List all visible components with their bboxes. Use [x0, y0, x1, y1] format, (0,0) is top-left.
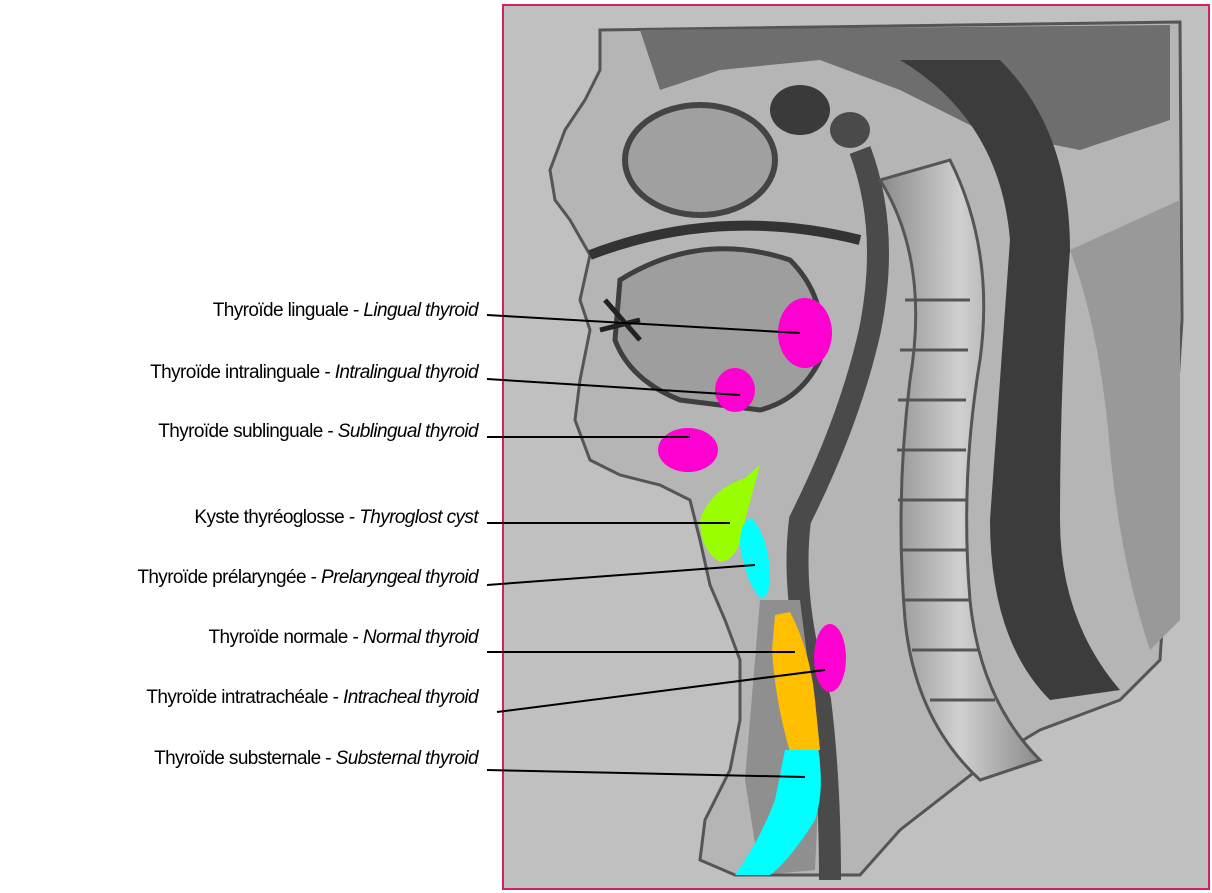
- label-intratracheal-thyroid: Thyroïde intratrachéale - Intracheal thy…: [146, 687, 478, 709]
- label-fr: Thyroïde intralinguale -: [150, 362, 335, 383]
- label-en: Prelaryngeal thyroid: [321, 567, 478, 588]
- label-fr: Thyroïde sublinguale -: [158, 421, 337, 442]
- label-fr: Thyroïde substernale -: [154, 748, 336, 769]
- label-fr: Thyroïde prélaryngée -: [137, 567, 321, 588]
- sinus-2: [830, 112, 870, 148]
- label-lingual-thyroid: Thyroïde linguale - Lingual thyroid: [213, 300, 478, 322]
- sublingual-thyroid-marker: [658, 428, 718, 472]
- label-en: Lingual thyroid: [363, 300, 478, 321]
- intratracheal-thyroid-marker: [814, 624, 846, 692]
- label-fr: Thyroïde normale -: [208, 627, 362, 648]
- sinus: [770, 85, 830, 135]
- label-sublingual-thyroid: Thyroïde sublinguale - Sublingual thyroi…: [158, 421, 478, 443]
- intralingual-thyroid-marker: [715, 368, 755, 412]
- label-en: Intracheal thyroid: [343, 687, 478, 708]
- label-substernal-thyroid: Thyroïde substernale - Substernal thyroi…: [154, 748, 478, 770]
- label-thyroglossal-cyst: Kyste thyréoglosse - Thyroglost cyst: [194, 507, 478, 529]
- label-fr: Thyroïde linguale -: [213, 300, 364, 321]
- nasal-cavity: [625, 105, 775, 215]
- label-fr: Thyroïde intratrachéale -: [146, 687, 343, 708]
- label-intralingual-thyroid: Thyroïde intralinguale - Intralingual th…: [150, 362, 478, 384]
- label-en: Sublingual thyroid: [338, 421, 478, 442]
- label-fr: Kyste thyréoglosse -: [194, 507, 359, 528]
- label-en: Substernal thyroid: [336, 748, 478, 769]
- label-normal-thyroid: Thyroïde normale - Normal thyroid: [208, 627, 478, 649]
- label-en: Normal thyroid: [363, 627, 478, 648]
- label-en: Thyroglost cyst: [359, 507, 478, 528]
- label-prelaryngeal-thyroid: Thyroïde prélaryngée - Prelaryngeal thyr…: [137, 567, 478, 589]
- label-en: Intralingual thyroid: [335, 362, 478, 383]
